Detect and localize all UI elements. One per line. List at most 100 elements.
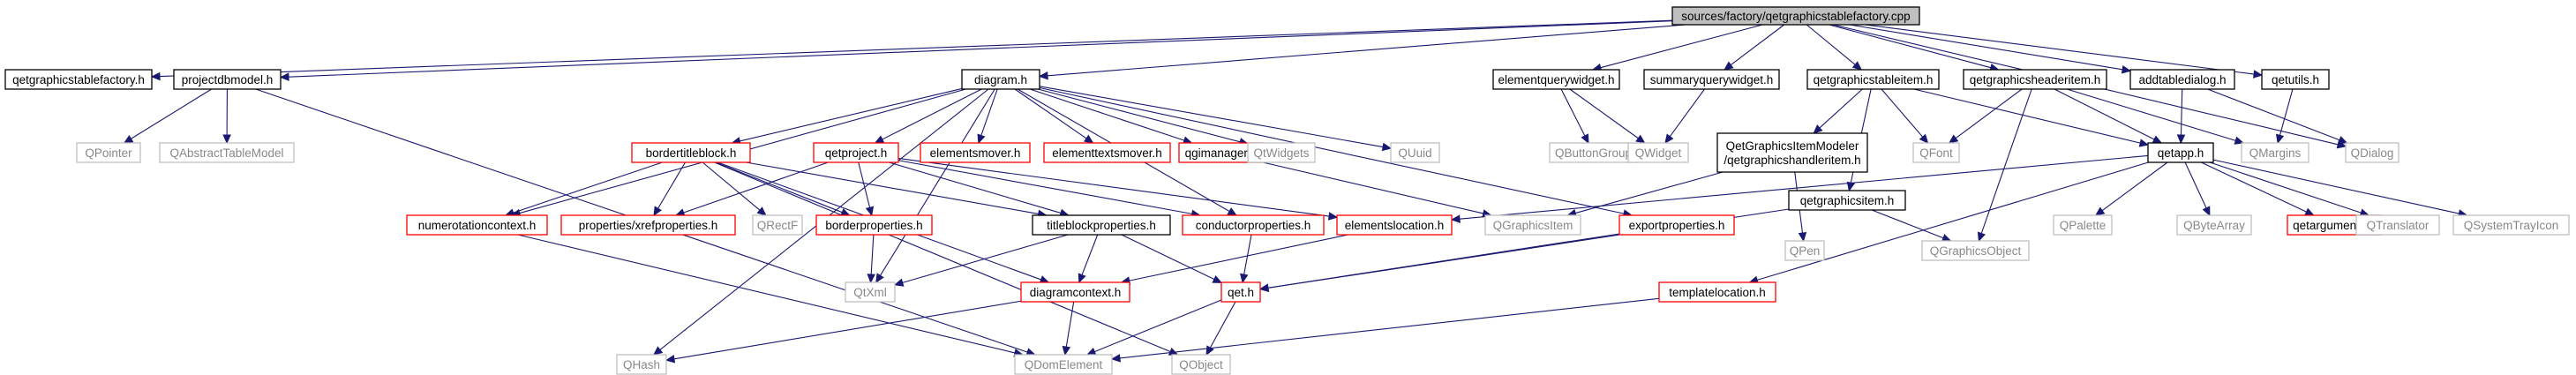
node-elementslocation[interactable]: elementslocation.h xyxy=(1336,214,1453,236)
node-qet[interactable]: qet.h xyxy=(1220,281,1261,303)
edge-line xyxy=(1243,234,1252,275)
node-qetapp[interactable]: qetapp.h xyxy=(2147,142,2214,163)
edge-diagramcontext-to-QHash xyxy=(665,300,1022,364)
edge-line xyxy=(1560,88,1586,137)
edge-line xyxy=(1047,24,1686,77)
node-qetproject[interactable]: qetproject.h xyxy=(813,142,899,163)
edge-root-to-diagram xyxy=(1038,24,1686,80)
node-qetgraphicsitem[interactable]: qetgraphicsitem.h xyxy=(1788,190,1906,211)
node-box xyxy=(1014,354,1113,375)
node-label: qet.h xyxy=(1228,286,1254,299)
edge-qetproject-to-borderproperties xyxy=(858,161,875,217)
edge-arrowhead xyxy=(1212,275,1223,283)
edge-bordertitleblock-to-xrefproperties xyxy=(653,161,686,217)
edge-arrowhead xyxy=(1327,212,1339,221)
edge-qetgraphicstableitem-to-qetapp xyxy=(1913,88,2150,147)
node-box xyxy=(1643,69,1780,90)
node-borderproperties[interactable]: borderproperties.h xyxy=(815,214,933,236)
edge-line xyxy=(902,234,1069,283)
node-label: elementsmover.h xyxy=(930,146,1021,160)
edge-line xyxy=(1574,171,1724,214)
node-projectdbmodel[interactable]: projectdbmodel.h xyxy=(173,69,282,90)
node-addtabledialog[interactable]: addtabledialog.h xyxy=(2129,69,2235,90)
node-elementtextsmover[interactable]: elementtextsmover.h xyxy=(1043,142,1171,163)
edge-line xyxy=(2066,88,2236,141)
edge-borderproperties-to-QtXml xyxy=(867,234,875,284)
edge-line xyxy=(746,161,1039,214)
edge-line xyxy=(2207,88,2340,141)
edge-line xyxy=(1014,88,1087,139)
node-box xyxy=(2147,142,2214,163)
edge-addtabledialog-to-QDialog xyxy=(2207,88,2348,145)
node-label: borderproperties.h xyxy=(825,219,922,232)
node-numerotationcontext[interactable]: numerotationcontext.h xyxy=(406,214,548,236)
node-bordertitleblock[interactable]: bordertitleblock.h xyxy=(631,142,751,163)
node-qetutils[interactable]: qetutils.h xyxy=(2261,69,2330,90)
node-diagramcontext[interactable]: diagramcontext.h xyxy=(1020,281,1130,303)
edge-conductorproperties-to-qet xyxy=(1240,234,1252,284)
node-diagram[interactable]: diagram.h xyxy=(961,69,1040,90)
node-QByteArray: QByteArray xyxy=(2176,214,2252,236)
node-QPen: QPen xyxy=(1784,240,1825,261)
edge-line xyxy=(1600,24,1763,69)
edge-line xyxy=(1569,88,1639,139)
node-elementsmover[interactable]: elementsmover.h xyxy=(920,142,1031,163)
node-box xyxy=(616,354,667,375)
node-label: QAbstractTableModel xyxy=(169,146,283,160)
edge-arrowhead xyxy=(1941,234,1952,242)
edge-root-to-projectdbmodel xyxy=(279,20,1673,81)
edge-line xyxy=(1094,299,1222,353)
node-qgtf_h[interactable]: qetgraphicstablefactory.h xyxy=(4,69,153,90)
node-label: QetGraphicsItemModeler xyxy=(1726,139,1859,153)
node-exportproperties[interactable]: exportproperties.h xyxy=(1618,214,1735,236)
node-summaryquerywidget[interactable]: summaryquerywidget.h xyxy=(1643,69,1780,90)
edge-arrowhead xyxy=(1038,71,1048,80)
edge-arrowhead xyxy=(1240,273,1249,284)
node-elementquerywidget[interactable]: elementquerywidget.h xyxy=(1492,69,1620,90)
edge-titleblockproperties-to-qet xyxy=(1121,234,1223,283)
edge-root-to-summaryquerywidget xyxy=(1724,24,1785,71)
edge-line xyxy=(1806,24,1856,65)
edge-arrowhead xyxy=(1084,134,1094,144)
node-qgihandler[interactable]: QetGraphicsItemModeler/qetgraphicshandle… xyxy=(1716,132,1868,173)
node-box xyxy=(2452,214,2570,236)
node-box xyxy=(1220,281,1261,303)
edge-arrowhead xyxy=(2138,139,2150,147)
node-label: qetgraphicstablefactory.h xyxy=(12,73,145,86)
edge-projectdbmodel-to-QPointer xyxy=(123,88,212,144)
edge-diagramcontext-to-QDomElement xyxy=(1062,301,1075,356)
node-box xyxy=(4,69,153,90)
node-xrefproperties[interactable]: properties/xrefproperties.h xyxy=(560,214,736,236)
edge-line xyxy=(882,88,982,140)
edge-diagram-to-QtXml xyxy=(875,88,995,284)
node-templatelocation[interactable]: templatelocation.h xyxy=(1658,281,1776,303)
node-qetgraphicstableitem[interactable]: qetgraphicstableitem.h xyxy=(1806,69,1940,90)
edge-arrowhead xyxy=(1948,134,1959,144)
node-QAbstractTableModel: QAbstractTableModel xyxy=(159,142,295,163)
node-box xyxy=(813,142,899,163)
node-box xyxy=(1484,214,1581,236)
node-label: templatelocation.h xyxy=(1669,286,1766,299)
edge-diagram-to-QUuid xyxy=(1039,86,1393,152)
edge-qetgraphicstableitem-to-qgihandler xyxy=(1813,88,1863,134)
edge-elementquerywidget-to-QButtonGroup xyxy=(1560,88,1589,145)
edge-line xyxy=(715,161,843,214)
edge-line xyxy=(1849,24,2123,71)
edge-line xyxy=(657,161,686,209)
node-label: elementtextsmover.h xyxy=(1052,146,1162,160)
node-QFont: QFont xyxy=(1912,142,1960,163)
node-QWidget: QWidget xyxy=(1627,142,1689,163)
edge-titleblockproperties-to-diagramcontext xyxy=(1078,234,1099,284)
node-root: sources/factory/qetgraphicstablefactory.… xyxy=(1671,6,1920,26)
edge-line xyxy=(2209,161,2362,214)
edge-line xyxy=(1209,301,1236,349)
node-QMargins: QMargins xyxy=(2241,142,2309,163)
node-label: addtabledialog.h xyxy=(2138,73,2226,86)
node-conductorproperties[interactable]: conductorproperties.h xyxy=(1182,214,1325,236)
edge-arrowhead xyxy=(756,206,767,216)
edge-arrowhead xyxy=(2275,133,2285,145)
node-titleblockproperties[interactable]: titleblockproperties.h xyxy=(1032,214,1171,236)
node-qetgraphicsheaderitem[interactable]: qetgraphicsheaderitem.h xyxy=(1963,69,2107,90)
edge-arrowhead xyxy=(1110,354,1121,363)
node-label: QTranslator xyxy=(2367,219,2430,232)
